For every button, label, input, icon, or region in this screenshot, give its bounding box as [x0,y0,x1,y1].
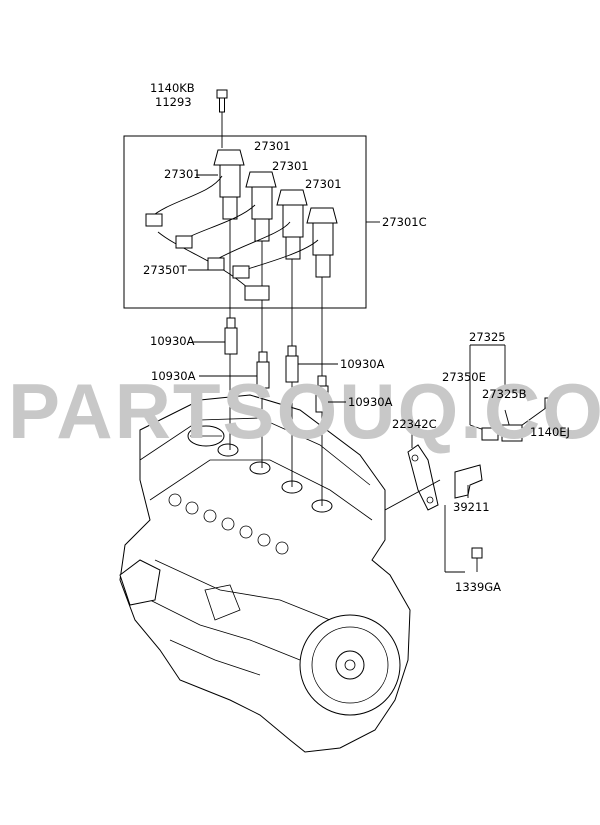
label-plug-b: 10930A [151,369,196,383]
label-coil-c: 27301 [272,159,309,173]
spark-plug-4 [315,375,329,413]
bolt-1339ga [471,547,483,572]
label-coil-set: 27301C [382,215,427,229]
label-coil-a: 27301 [164,167,201,181]
label-harness: 27350T [143,263,188,277]
label-leaders [188,174,346,403]
label-27325: 27325 [469,330,506,344]
wiring-harness [145,175,319,301]
ignition-coil-3 [276,189,308,260]
ignition-coil-4 [306,207,338,278]
ignition-coil-1 [213,149,245,220]
bolt-1140kb [216,89,228,113]
label-coil-b: 27301 [254,139,291,153]
label-coil-d: 27301 [305,177,342,191]
watermark-text: PARTSOUQ.COM [8,367,600,455]
ignition-coil-2 [245,171,277,242]
spark-plug-2 [256,351,270,389]
label-39211: 39211 [453,500,490,514]
watermark: PARTSOUQ.COM [8,367,600,455]
callouts: 1140KB 11293 27301 27301 27301 27301 273… [143,81,570,594]
bracket [384,432,483,573]
label-27325b: 27325B [482,387,527,401]
label-1339ga: 1339GA [455,580,501,594]
label-22342c: 22342C [392,417,437,431]
label-11293: 11293 [155,95,192,109]
label-1140kb: 1140KB [150,81,195,95]
sensor-group [469,344,554,442]
label-plug-d: 10930A [348,395,393,409]
label-plug-c: 10930A [340,357,385,371]
spark-plug-3 [285,345,299,383]
label-1140ej: 1140EJ [530,425,570,439]
spark-plug-1 [224,317,238,355]
label-27350e: 27350E [442,370,486,384]
label-plug-a: 10930A [150,334,195,348]
engine-block [119,394,411,753]
